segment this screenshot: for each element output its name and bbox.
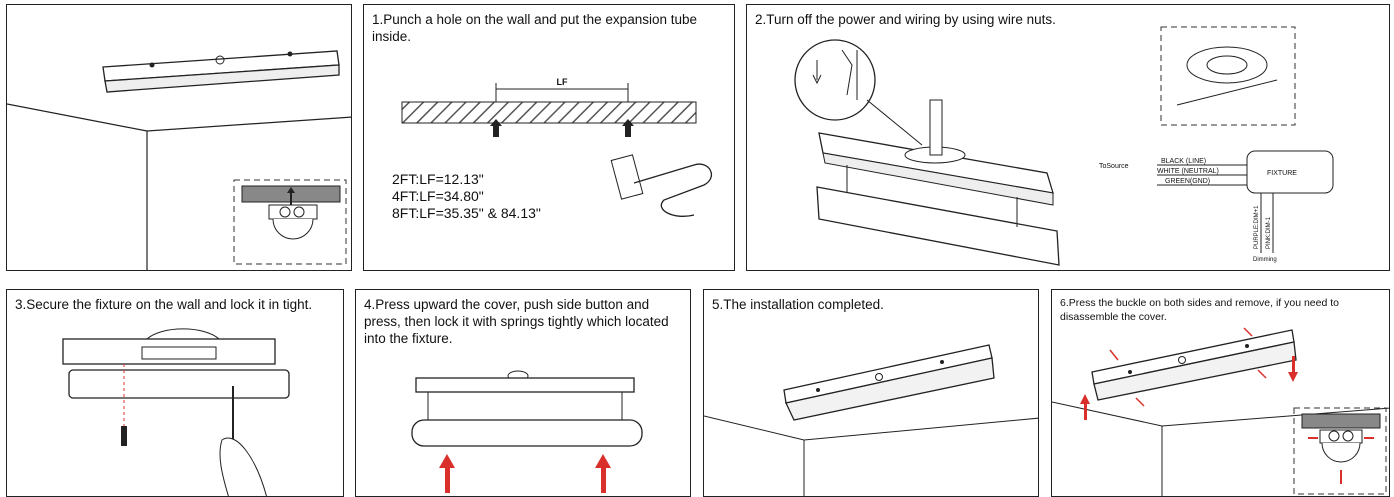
wiring-illustration: ToSource BLACK (LINE) WHITE (NEUTRAL) GR… bbox=[794, 26, 1334, 266]
white-neutral-label: WHITE (NEUTRAL) bbox=[1157, 168, 1219, 175]
length-2ft: 2FT:LF=12.13" bbox=[392, 171, 484, 187]
step-3-caption: 3.Secure the fixture on the wall and loc… bbox=[15, 297, 313, 312]
to-source-label: ToSource bbox=[1099, 163, 1129, 170]
drill-illustration: LF bbox=[401, 77, 713, 217]
step-4-caption: 4.Press upward the cover, push side butt… bbox=[364, 297, 669, 346]
panel-intro bbox=[6, 4, 352, 271]
length-list: 2FT:LF=12.13" 4FT:LF=34.80" 8FT:LF=35.35… bbox=[392, 171, 541, 222]
screw-icon bbox=[121, 426, 127, 446]
fixture-body bbox=[816, 99, 1060, 266]
push-up-arrow-right bbox=[595, 454, 611, 493]
ceiling-inset bbox=[1160, 26, 1296, 126]
panel-step-3: 3.Secure the fixture on the wall and loc… bbox=[6, 289, 344, 497]
pink-dim-label: PINK:DIM-1 bbox=[1266, 216, 1272, 249]
panel-step-2: 2.Turn off the power and wiring by using… bbox=[746, 4, 1390, 271]
remove-arrow-left bbox=[1080, 394, 1090, 420]
completed-illustration bbox=[704, 344, 1038, 496]
panel-step-4: 4.Press upward the cover, push side butt… bbox=[355, 289, 691, 497]
length-8ft: 8FT:LF=35.35" & 84.13" bbox=[392, 205, 541, 221]
step-2-caption: 2.Turn off the power and wiring by using… bbox=[755, 12, 1056, 27]
step-6-caption: 6.Press the buckle on both sides and rem… bbox=[1060, 297, 1340, 323]
lf-label: LF bbox=[557, 77, 568, 87]
panel-step-6: 6.Press the buckle on both sides and rem… bbox=[1051, 289, 1390, 497]
dimming-label: Dimming bbox=[1253, 257, 1277, 263]
step-5-caption: 5.The installation completed. bbox=[712, 297, 884, 312]
hammer-hand-icon bbox=[610, 154, 713, 217]
intro-illustration bbox=[7, 50, 351, 270]
fixture-label: FIXTURE bbox=[1267, 170, 1297, 177]
cover-install-illustration bbox=[411, 370, 643, 493]
purple-dim-label: PURPLE:DIM+1 bbox=[1254, 205, 1260, 249]
panel-step-5: 5.The installation completed. bbox=[703, 289, 1039, 497]
wire-nut-detail bbox=[794, 39, 876, 121]
fixture-with-cover bbox=[1091, 329, 1297, 401]
remove-arrow-right bbox=[1288, 356, 1298, 382]
disassemble-illustration bbox=[1052, 327, 1389, 496]
push-up-arrow-left bbox=[439, 454, 455, 493]
buckle-markers bbox=[1109, 327, 1267, 407]
secure-fixture-illustration bbox=[62, 328, 290, 496]
wiring-diagram: ToSource BLACK (LINE) WHITE (NEUTRAL) GR… bbox=[1099, 150, 1334, 263]
step-1-caption: 1.Punch a hole on the wall and put the e… bbox=[372, 12, 697, 44]
length-4ft: 4FT:LF=34.80" bbox=[392, 188, 484, 204]
detail-inset bbox=[233, 179, 347, 265]
panel-step-1: 1.Punch a hole on the wall and put the e… bbox=[363, 4, 735, 271]
green-gnd-label: GREEN(GND) bbox=[1165, 178, 1210, 185]
buckle-inset bbox=[1293, 407, 1387, 495]
black-line-label: BLACK (LINE) bbox=[1161, 158, 1206, 165]
fixture-on-ceiling bbox=[102, 50, 340, 93]
installed-fixture bbox=[783, 344, 995, 421]
